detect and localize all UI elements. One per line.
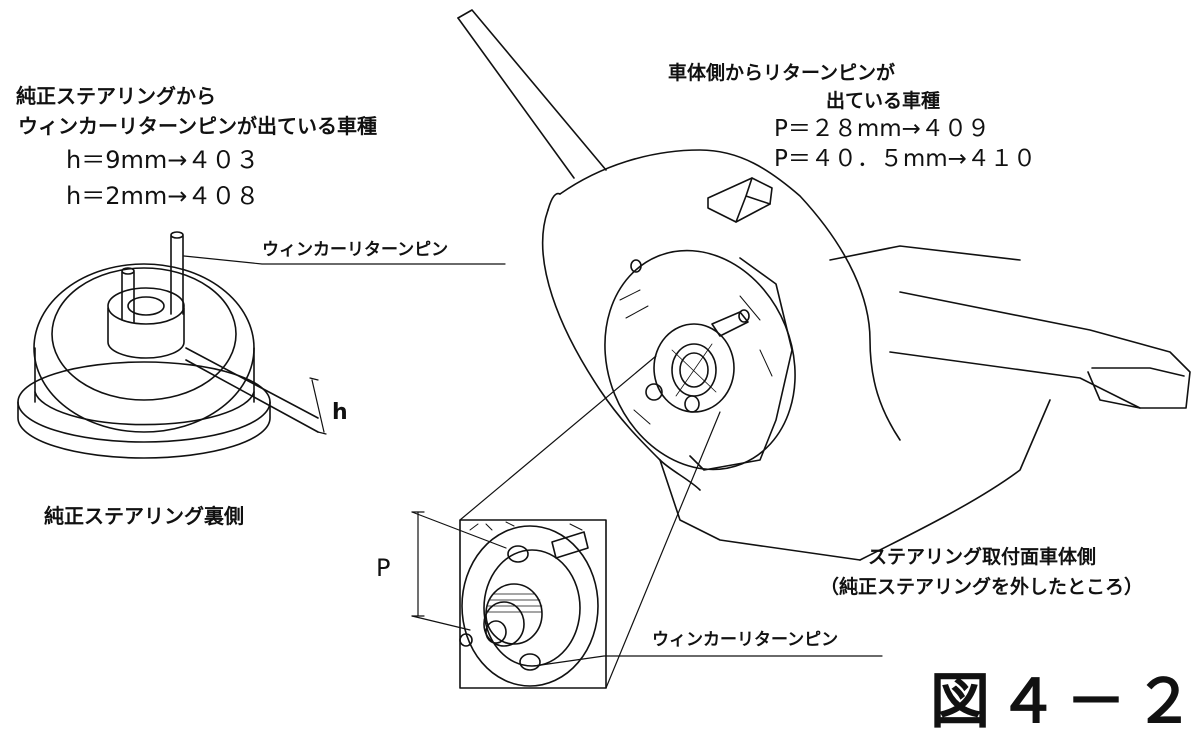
zoom-inset-drawing [411,355,883,689]
steering-hub-drawing [17,231,506,459]
left-note-line2: ウィンカーリターンピンが出ている車種 [18,114,377,138]
right-note-spec1: P＝２８mm→４０９ [774,116,990,142]
pin-label-top: ウィンカーリターンピン [262,240,449,260]
mount-caption-2: （純正ステアリングを外したところ） [820,576,1144,598]
figure-number: 図４－２ [930,667,1200,737]
pin-label-bottom: ウィンカーリターンピン [652,630,839,650]
left-note-spec2: h＝2mm→４０８ [66,182,260,210]
right-note-line2: 出ている車種 [826,90,941,112]
steering-column-drawing [457,9,1191,561]
steering-back-caption: 純正ステアリング裏側 [44,504,244,528]
right-note-line1: 車体側からリターンピンが [668,62,896,84]
mount-caption-1: ステアリング取付面車体側 [868,546,1097,568]
left-note-line1: 純正ステアリングから [16,84,216,108]
dim-h-label: h [332,400,348,425]
left-note-spec1: h＝9mm→４０３ [66,146,260,174]
right-note-spec2: P＝４０．５mm→４１０ [774,146,1036,172]
dim-p-label: P [376,554,391,582]
